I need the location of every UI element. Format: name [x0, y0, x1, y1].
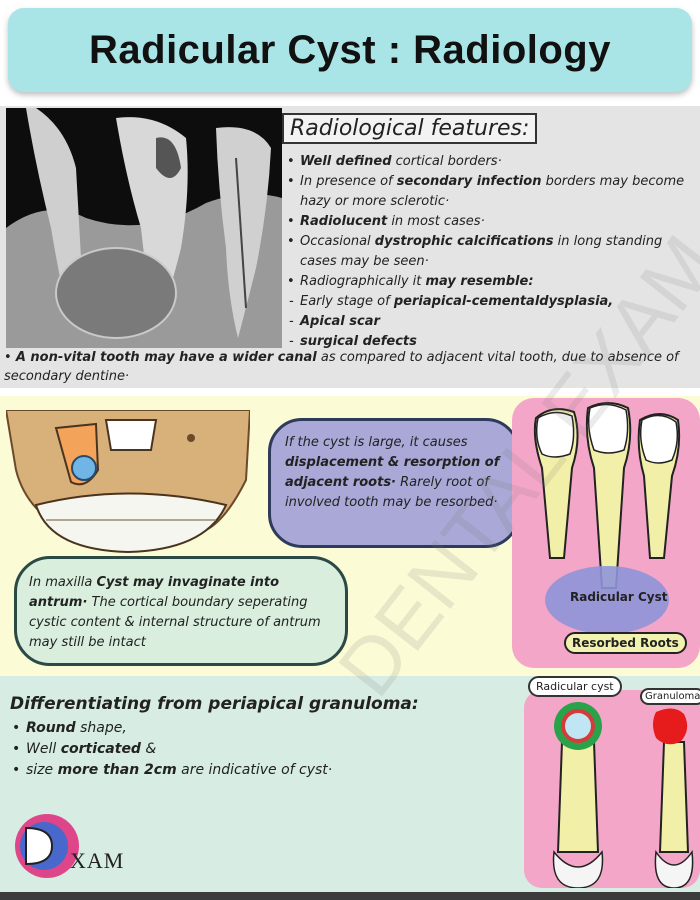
antrum-text-2: The cortical boundary seperating cystic … — [29, 595, 321, 650]
feature-item: Apical scar — [284, 312, 700, 332]
antrum-bubble: In maxilla Cyst may invaginate into antr… — [14, 556, 348, 666]
feature-5-text-1: periapical-cementaldysplasia, — [393, 294, 614, 309]
dental-exam-logo — [15, 814, 79, 878]
feature-3-text-0: Occasional — [300, 234, 375, 249]
resorbed-roots-diagram — [512, 398, 700, 668]
granuloma-label: Granuloma — [640, 688, 700, 705]
feature-item: Radiolucent in most cases· — [284, 212, 700, 232]
displacement-text-0: If the cyst is large, it causes — [285, 435, 468, 450]
diff-item: Round shape, — [10, 718, 332, 739]
cyst-vs-granuloma-diagram — [524, 690, 700, 888]
feature-1-text-0: In presence of — [300, 174, 397, 189]
features-list: Well defined cortical borders·In presenc… — [284, 152, 700, 352]
displacement-text-1: displacement & resorption of adjacent ro… — [285, 455, 500, 490]
feature-item: Early stage of periapical-cementaldyspla… — [284, 292, 700, 312]
logo-text: XAM — [70, 848, 125, 873]
diff-1-text-2: & — [140, 741, 157, 757]
feature-3-text-2: in long standing cases may be seen· — [300, 234, 663, 269]
feature-1-text-1: secondary infection — [396, 174, 542, 189]
diff-0-text-1: shape, — [75, 720, 127, 736]
nonvital-text-0: A non-vital tooth may have a wider canal — [15, 350, 317, 365]
feature-5-text-0: Early stage of — [300, 294, 394, 309]
diff-1-text-1: corticated — [60, 741, 141, 757]
antrum-text-1: Cyst may invaginate into antrum· — [29, 575, 280, 610]
displacement-bubble: If the cyst is large, it causes displace… — [268, 418, 520, 548]
feature-item: Occasional dystrophic calcifications in … — [284, 232, 700, 272]
feature-3-text-1: dystrophic calcifications — [374, 234, 554, 249]
diff-heading: Differentiating from periapical granulom… — [10, 694, 419, 714]
radicular-cyst-label: Radicular Cyst — [570, 590, 668, 604]
xray-image — [6, 108, 282, 348]
feature-4-text-1: may resemble: — [425, 274, 534, 289]
feature-item: In presence of secondary infection borde… — [284, 172, 700, 212]
nonvital-note: • A non-vital tooth may have a wider can… — [4, 350, 679, 384]
features-heading: Radiological features: — [282, 113, 538, 144]
page-title: Radicular Cyst : Radiology — [89, 27, 611, 72]
displacement-text-2: Rarely root of involved tooth may be res… — [285, 475, 498, 510]
diff-1-text-0: Well — [26, 741, 61, 757]
diff-0-text-0: Round — [26, 720, 76, 736]
diff-2-text-2: are indicative of cyst· — [176, 762, 333, 778]
nonvital-text-1: as compared to adjacent vital tooth, due… — [4, 350, 679, 384]
feature-item: Well defined cortical borders· — [284, 152, 700, 172]
feature-item: Radiographically it may resemble: — [284, 272, 700, 292]
resorbed-roots-label: Resorbed Roots — [564, 632, 687, 654]
feature-1-text-2: borders may become hazy or more scleroti… — [300, 174, 685, 209]
title-banner: Radicular Cyst : Radiology — [8, 8, 692, 92]
diff-item: size more than 2cm are indicative of cys… — [10, 760, 332, 781]
feature-0-text-1: cortical borders· — [391, 154, 502, 169]
feature-4-text-0: Radiographically it — [300, 274, 426, 289]
feature-7-text-0: surgical defects — [300, 334, 417, 349]
diff-item: Well corticated & — [10, 739, 332, 760]
diff-2-text-0: size — [26, 762, 58, 778]
antrum-text-0: In maxilla — [29, 575, 97, 590]
feature-item: surgical defects — [284, 332, 700, 352]
feature-0-text-0: Well defined — [300, 154, 392, 169]
skull-illustration — [6, 410, 250, 554]
radicular-cyst-small-label: Radicular cyst — [528, 676, 622, 697]
diff-2-text-1: more than 2cm — [57, 762, 177, 778]
feature-2-text-0: Radiolucent — [300, 214, 388, 229]
diff-list: Round shape,Well corticated &size more t… — [10, 718, 332, 781]
bottom-strip — [0, 892, 700, 900]
feature-6-text-0: Apical scar — [300, 314, 380, 329]
feature-2-text-1: in most cases· — [387, 214, 485, 229]
